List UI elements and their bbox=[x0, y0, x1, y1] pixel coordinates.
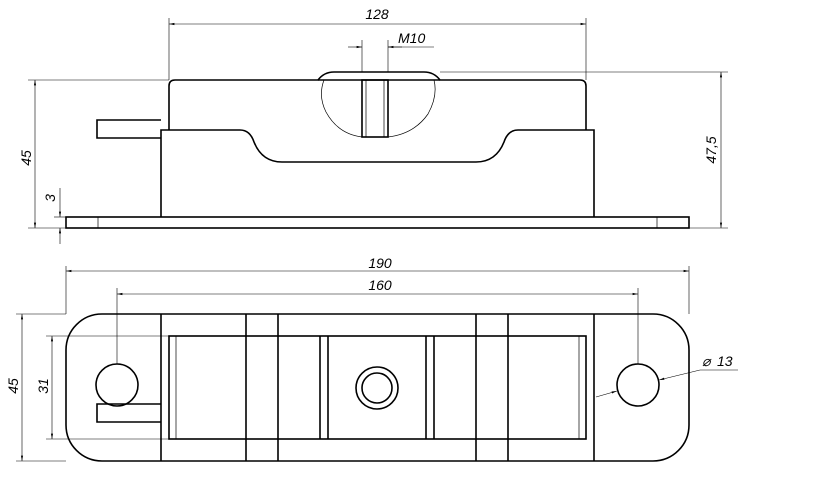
plan-cap bbox=[168, 335, 587, 440]
dim-thread: M10 bbox=[398, 30, 425, 46]
mounting-hole-left bbox=[95, 363, 139, 407]
dim-width: 45 bbox=[5, 378, 21, 394]
dim-base-thickness: 3 bbox=[42, 194, 58, 202]
dim-arrow-dia-left bbox=[595, 390, 618, 398]
mounting-hole-right bbox=[616, 363, 660, 407]
base-plate bbox=[65, 216, 690, 229]
dim-inner-width: 31 bbox=[35, 378, 51, 394]
insert-inner-circle bbox=[361, 372, 393, 404]
side-view bbox=[65, 71, 690, 229]
upper-cap bbox=[168, 71, 587, 130]
diameter-symbol: ⌀ bbox=[702, 353, 712, 369]
plan-side-rod bbox=[96, 403, 161, 423]
insert-section-left bbox=[321, 79, 363, 138]
dim-height-left: 45 bbox=[18, 150, 34, 166]
dim-top-length: 128 bbox=[365, 6, 389, 22]
top-view bbox=[65, 313, 690, 462]
lower-housing bbox=[160, 129, 595, 217]
plan-base-plate bbox=[65, 313, 690, 462]
dim-total-length: 190 bbox=[368, 255, 392, 271]
top-dimensions: 190 160 45 31 ⌀ 13 bbox=[5, 255, 738, 462]
dim-hole-spacing: 160 bbox=[368, 277, 392, 293]
dim-height-right: 47,5 bbox=[703, 136, 719, 163]
dim-hole-diameter: 13 bbox=[717, 353, 733, 369]
insert-outer-circle bbox=[355, 366, 399, 410]
side-dimensions: 128 M10 45 3 47,5 bbox=[18, 6, 728, 244]
dim-arrow-dia-right bbox=[658, 369, 701, 381]
insert-section-right bbox=[387, 79, 436, 138]
side-rod bbox=[96, 119, 161, 139]
